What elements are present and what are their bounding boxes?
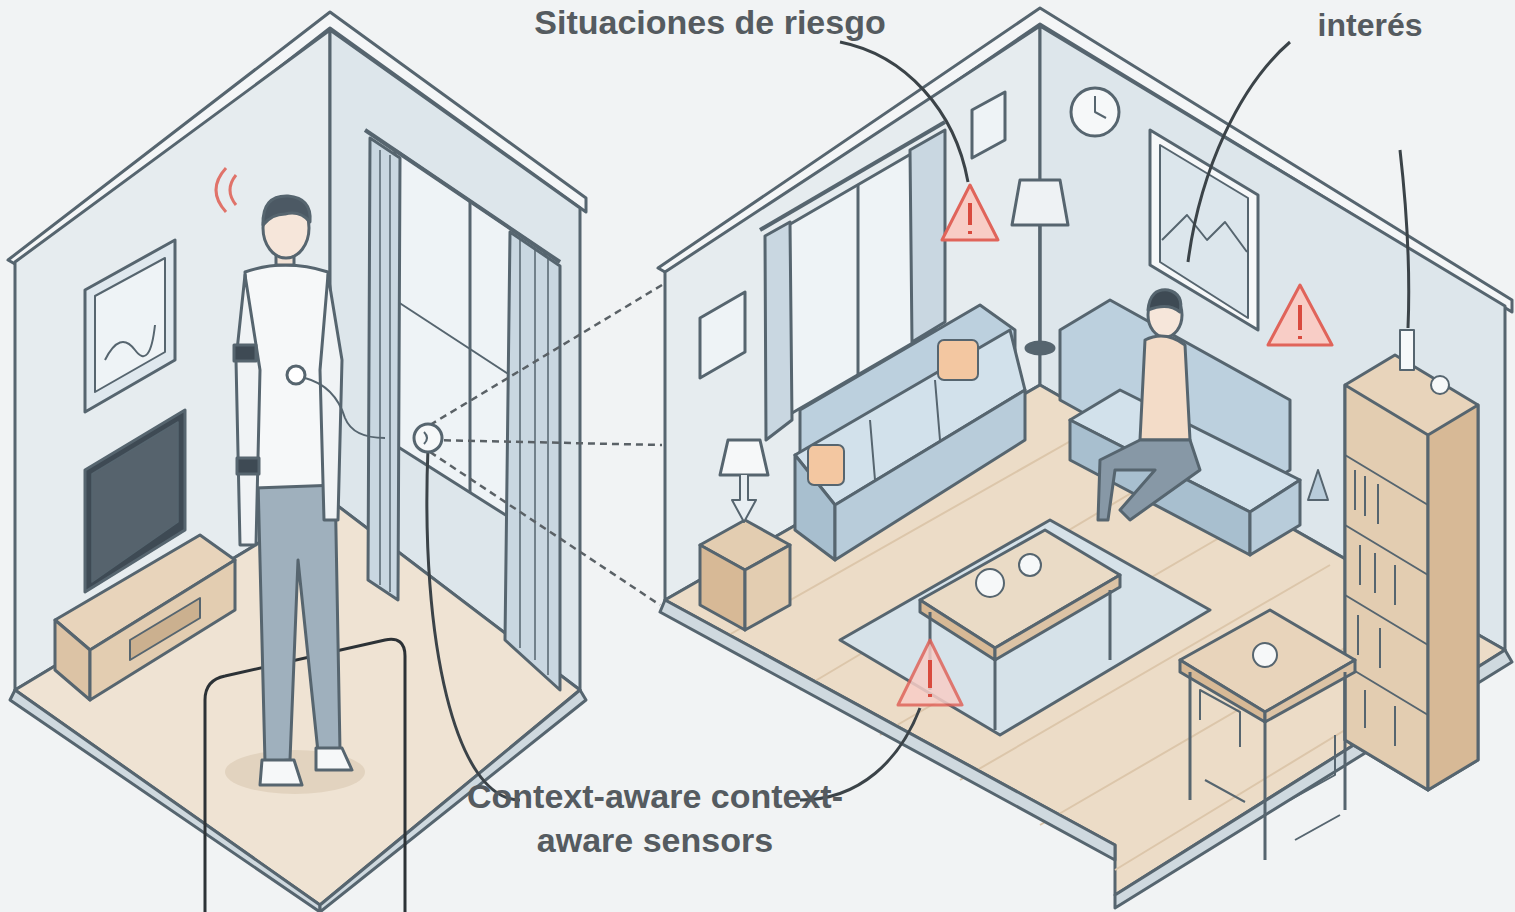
right-room-part [857,185,860,375]
sensor-node [414,424,442,452]
person-standing-part [263,196,310,225]
person-sitting-part [1148,290,1181,312]
person-standing-part [236,275,260,545]
right-room-part [995,575,1120,660]
right-room [658,8,1512,908]
left-room-part [130,598,200,660]
right-room-part [1345,355,1478,790]
warning-triangles-part [942,185,998,240]
right-room-part [1400,330,1414,370]
left-room-part [85,240,175,412]
left-room-part [92,422,178,582]
left-room-part [90,560,235,700]
person-standing-part [234,345,256,361]
right-room-part [938,340,978,380]
right-room-part [1019,554,1041,576]
right-room-part [1355,470,1395,746]
leader-lines-part [1188,42,1290,262]
person-standing-part [287,366,305,384]
right-room-part [1200,690,1340,840]
right-room-part [1190,672,1345,860]
left-room-part [469,200,472,492]
right-room-part [1070,420,1250,555]
right-room-part [808,445,844,485]
warning-triangles-part [1268,285,1332,345]
zoom-lines-part [432,440,662,445]
person-standing-part [216,168,236,212]
left-room-part [505,232,560,690]
leader-lines [427,42,1409,800]
warning-triangles-part [898,640,962,705]
right-room-part [976,569,1004,597]
sensor-node-part [414,424,442,452]
right-room-part [732,475,756,522]
right-room-part [1012,180,1068,225]
right-room-part [1026,342,1054,354]
warning-triangles-part [928,660,932,697]
right-room-part [1095,96,1106,118]
person-standing-part [305,378,385,438]
warning-triangles-part [1298,305,1302,339]
right-room-part [1071,88,1119,136]
right-room-part [1345,385,1428,790]
zoom-lines [430,285,662,605]
left-room-part [205,639,405,912]
right-room-part [745,545,790,630]
leader-lines-part [427,448,520,800]
person-standing [216,168,385,794]
right-room-part [1180,660,1265,722]
right-room-part [1345,455,1428,715]
left-room-part [95,258,165,392]
right-room-part [835,390,1025,560]
right-room-part [1250,480,1300,555]
sensor-node-part [424,432,427,444]
right-room-part [1162,215,1247,252]
right-room-part [700,292,745,378]
right-room-part [1180,610,1355,712]
leader-lines-part [840,42,968,182]
person-sitting [1098,290,1200,520]
leader-lines-part [1400,150,1409,328]
left-room-part [380,150,548,675]
right-room-part [1431,376,1449,394]
zoom-lines-part [430,452,660,605]
right-room-part [1253,643,1277,667]
right-room-part [1039,225,1042,345]
right-room-part [720,440,768,475]
right-room-part [972,92,1005,158]
left-room-part [368,138,400,600]
warning-triangles-part [968,203,972,234]
right-room-part [765,222,792,440]
right-room-part [665,385,1505,895]
callout-label: Situaciones de riesgo [460,0,960,44]
right-room-part [840,520,1210,735]
right-room-part [870,380,940,480]
callout-label: interés [1290,4,1450,46]
right-room-part [1308,470,1328,500]
left-room-part [55,620,90,700]
callout-label: Context-aware context-aware sensors [430,774,880,862]
left-room-part [85,410,185,592]
zoom-lines-part [430,285,662,425]
right-room-part [930,590,1110,730]
warning-triangles [898,185,1332,705]
person-sitting-part [1098,440,1200,520]
right-room-part [1428,405,1478,790]
person-standing-part [237,458,259,474]
right-room-part [910,130,945,342]
person-standing-part [316,748,352,770]
person-sitting-part [1140,336,1190,440]
person-standing-part [320,275,342,520]
left-room-part [105,325,155,360]
right-room-part [700,545,745,630]
person-standing-part [260,760,302,785]
right-room-part [1265,660,1355,722]
